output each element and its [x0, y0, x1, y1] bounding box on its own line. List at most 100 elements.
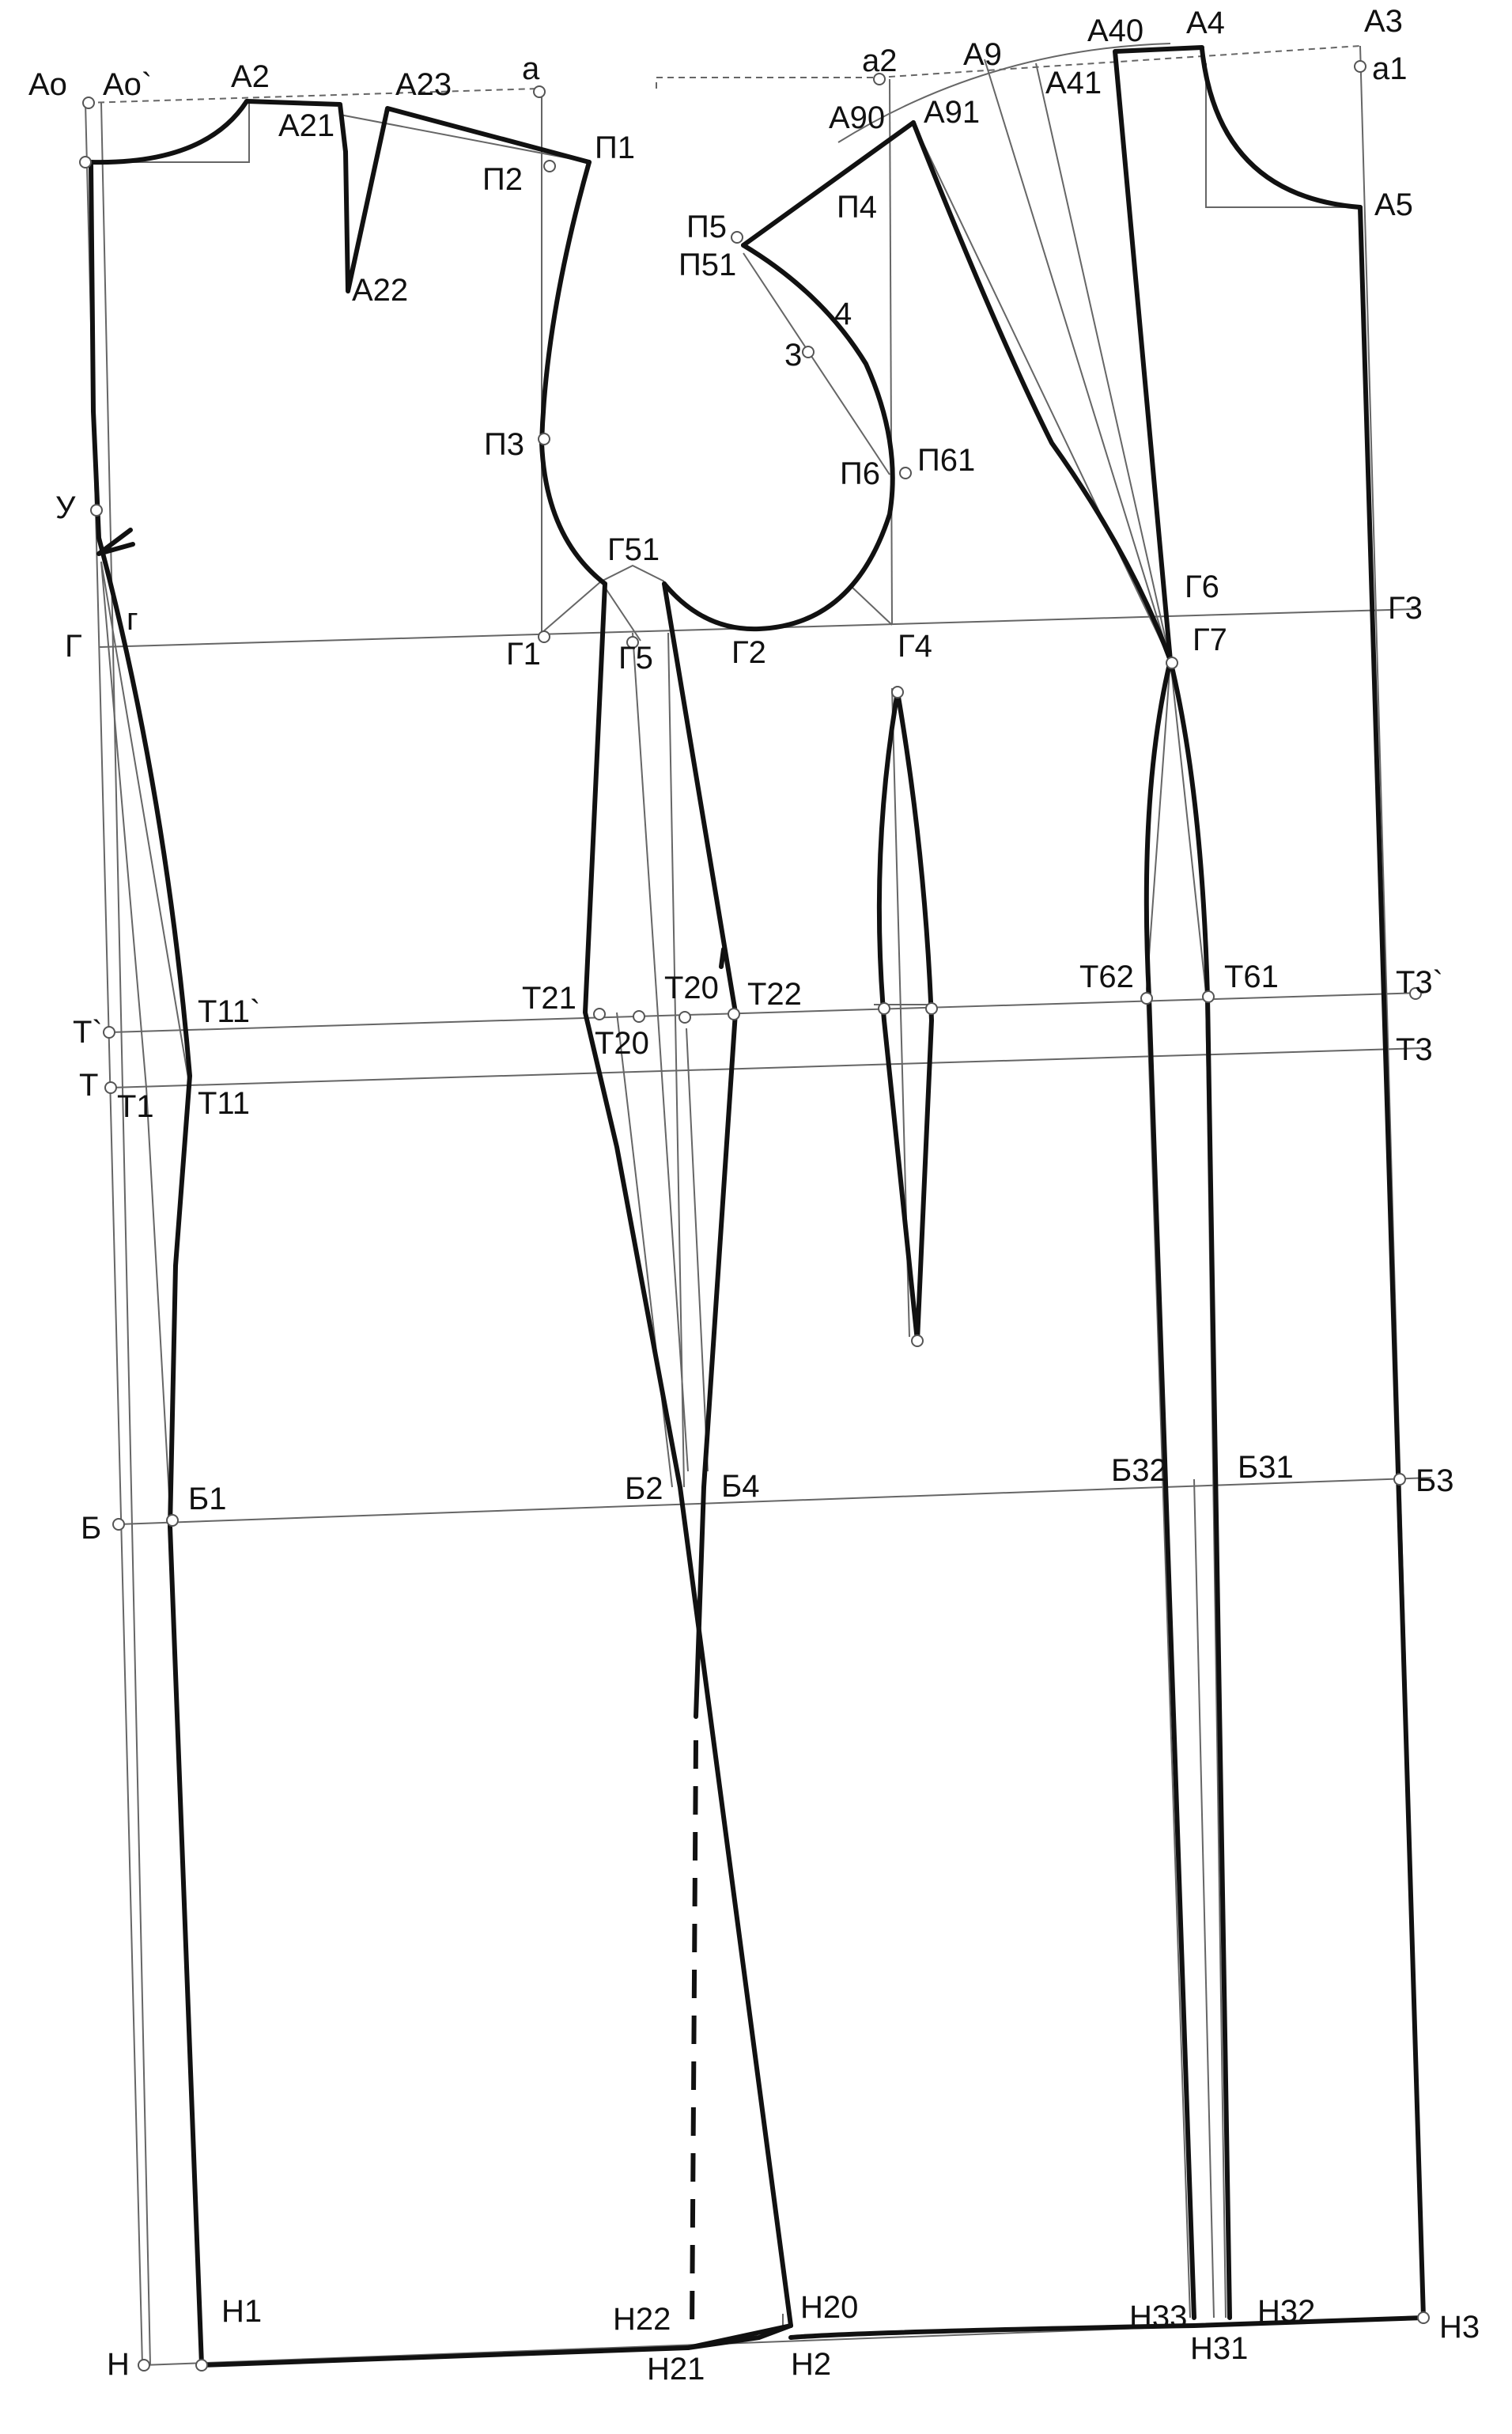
point-t20b: [679, 1011, 691, 1024]
armhole-guide-back: [541, 581, 602, 634]
label-h: Н: [107, 2347, 130, 2382]
point-h3: [1417, 2311, 1430, 2324]
label-t20a: Т20: [664, 971, 719, 1005]
label-t21: Т21: [522, 981, 576, 1016]
t20-tick: [719, 947, 726, 969]
bust-dart: [876, 690, 934, 1343]
label-g7: Г7: [1193, 623, 1227, 657]
back-side-guide-a: [100, 561, 171, 1512]
front-side-seam: [662, 581, 738, 1719]
back-side-seam: [583, 581, 793, 2328]
back-neck-box: [91, 103, 250, 163]
point-dart-right: [925, 1002, 938, 1015]
label-h2: Н2: [791, 2347, 831, 2382]
fan-line-1: [984, 59, 1171, 661]
point-t62: [1140, 992, 1153, 1005]
center-back-line: [89, 160, 204, 2368]
armhole-vertical-front: [889, 78, 893, 626]
label-4: 4: [834, 297, 852, 331]
label-h1: Н1: [221, 2294, 262, 2329]
waist-line-lower: [110, 1047, 1424, 1088]
side-helper-a: [632, 632, 689, 1472]
point-ao2: [79, 156, 92, 168]
label-t11: Т11: [198, 1086, 250, 1121]
label-b32: Б32: [1111, 1453, 1167, 1488]
construction-lines: [85, 43, 1432, 2366]
label-a4: A4: [1186, 6, 1225, 40]
label-p6: П6: [840, 456, 880, 491]
point-b3: [1393, 1473, 1406, 1486]
point-p3: [538, 433, 550, 445]
label-a3: A3: [1364, 4, 1403, 39]
label-t1: Т1: [117, 1089, 154, 1124]
label-a5: A5: [1374, 187, 1413, 222]
point-tp: [103, 1026, 115, 1039]
point-t21: [593, 1008, 606, 1020]
armhole-guide-front: [849, 585, 893, 626]
pattern-outlines: [89, 45, 1426, 2368]
label-a23: A23: [395, 67, 452, 102]
label-t62: Т62: [1079, 960, 1134, 994]
shoulder-arc: [837, 43, 1171, 143]
label-p61: П61: [917, 443, 975, 478]
label-t22: Т22: [747, 977, 802, 1012]
side-helper-b: [667, 632, 685, 1488]
label-tp: Т`: [73, 1015, 103, 1050]
point-t: [104, 1081, 117, 1094]
back-shoulder-left: [244, 99, 348, 154]
label-h3: Н3: [1439, 2310, 1480, 2345]
front-side-dashed: [690, 1739, 698, 2334]
front-side-dart-right: [1168, 658, 1232, 2320]
label-t: Т: [79, 1068, 98, 1103]
label-p3: П3: [484, 427, 524, 462]
point-3: [802, 346, 815, 358]
top-border-front: [656, 45, 1361, 89]
point-t20a: [633, 1010, 645, 1023]
side-helper-d: [686, 1028, 709, 1472]
front-neck-box: [1205, 63, 1360, 208]
label-a90: A90: [829, 100, 885, 135]
label-b4: Б4: [721, 1469, 760, 1504]
g51-peak: [600, 564, 665, 582]
hem-h21: [686, 2323, 793, 2350]
point-p5: [731, 231, 743, 244]
top-border-back: [86, 88, 539, 104]
point-p61: [899, 467, 912, 479]
point-a2: [873, 73, 886, 85]
hem-front: [788, 2315, 1426, 2340]
point-g7: [1166, 657, 1178, 669]
point-u: [90, 504, 103, 517]
label-g4: Г4: [898, 629, 932, 664]
point-h1: [195, 2359, 208, 2372]
label-t20b: Т20: [595, 1026, 649, 1061]
label-t3: Т3: [1396, 1032, 1433, 1067]
label-g2: Г2: [731, 635, 766, 670]
label-t3p: Т3`: [1396, 965, 1443, 1000]
point-p2: [543, 160, 556, 172]
label-a1: a1: [1372, 51, 1408, 86]
point-ao: [82, 97, 95, 109]
left-border-inner: [100, 102, 151, 2366]
label-h20: Н20: [800, 2290, 858, 2325]
back-neck-curve: [89, 99, 249, 165]
label-ao2: Ao`: [103, 67, 152, 102]
label-p51: П51: [679, 248, 736, 282]
point-dart-bottom: [911, 1334, 924, 1347]
label-a9: A9: [963, 37, 1002, 72]
label-p4: П4: [837, 190, 877, 225]
label-h33: Н33: [1129, 2300, 1187, 2334]
point-t3p: [1409, 987, 1422, 1000]
label-h21: Н21: [647, 2352, 705, 2387]
front-side-dart-left: [1143, 658, 1196, 2320]
front-neck-curve: [1200, 47, 1363, 210]
armhole-chord: [743, 252, 890, 475]
labels: Ao Ao` A2 A21 A23 A22 a П1 П2 П3 a2 A9 A…: [28, 4, 1480, 2387]
fan-line-4: [1035, 62, 1171, 661]
label-g6: Г6: [1185, 570, 1219, 604]
construction-points: [79, 60, 1430, 2372]
back-armhole: [539, 160, 607, 586]
center-front-line: [1358, 205, 1426, 2320]
point-g5: [626, 636, 639, 649]
label-t61: Т61: [1224, 960, 1279, 994]
